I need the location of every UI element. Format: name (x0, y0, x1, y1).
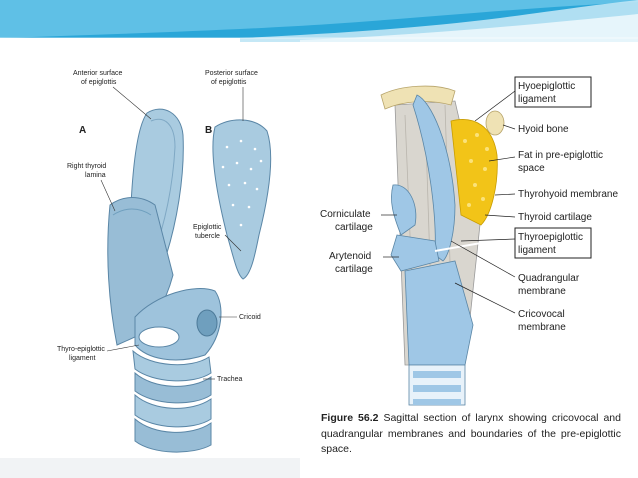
epiglottis-posterior (212, 119, 272, 280)
thyroepiglottic-box (514, 227, 592, 259)
panel-a-letter: A (79, 125, 86, 136)
label-fat-2: space (518, 163, 545, 174)
cricoid-cartilage (134, 288, 222, 361)
hyoepiglottic-box (514, 76, 592, 108)
label-quadrangular-2: membrane (518, 286, 566, 297)
leader-thyroid-cartilage (484, 214, 516, 218)
label-right-thyroid-1: Right thyroid (67, 163, 106, 170)
label-arytenoid-2: cartilage (335, 264, 373, 275)
label-epiglottic-tubercle-2: tubercle (195, 233, 220, 240)
banner-wave-pale (300, 14, 638, 42)
cricoid-section (404, 260, 474, 366)
trachea (132, 349, 212, 453)
label-thyrohyoid: Thyrohyoid membrane (518, 189, 618, 200)
label-cricovocal-1: Cricovocal (518, 309, 565, 320)
footer-strip (0, 458, 300, 478)
label-thyro-epiglottic-2: ligament (69, 355, 96, 362)
label-anterior-surface-2: of epiglottis (81, 79, 117, 86)
label-anterior-surface-1: Anterior surface (73, 70, 123, 77)
panel-b-letter: B (205, 125, 212, 136)
label-epiglottic-tubercle-1: Epiglottic (193, 224, 222, 231)
caption-line-1: Sagittal section of larynx showing crico… (383, 412, 621, 424)
mucous-gland-pits (221, 139, 263, 227)
leader-epiglottic-tubercle (224, 234, 242, 252)
leader-thyrohyoid (494, 193, 516, 196)
larynx-anterior-figure: A B Anterior surface of epiglottis Poste… (57, 70, 272, 453)
larynx-sagittal-figure: Hyoepiglottic ligament Hyoid bone Fat in… (320, 76, 618, 406)
label-thyroepiglottic-1: Thyroepiglottic (518, 232, 583, 243)
leader-cricovocal (454, 282, 516, 314)
label-arytenoid-1: Arytenoid (329, 251, 371, 262)
banner-wave-dark (0, 0, 638, 38)
label-thyroepiglottic-2: ligament (518, 245, 556, 256)
label-hyoepiglottic-1: Hyoepiglottic (518, 81, 575, 92)
label-corniculate-2: cartilage (335, 222, 373, 233)
label-hyoid-bone: Hyoid bone (518, 124, 569, 135)
label-hyoepiglottic-2: ligament (518, 94, 556, 105)
leader-hyoid-bone (502, 124, 516, 130)
label-cricoid: Cricoid (239, 314, 261, 321)
leader-fat (488, 156, 516, 162)
leader-hyoepiglottic (474, 90, 516, 122)
leader-thyroepiglottic (460, 238, 516, 242)
label-posterior-surface-1: Posterior surface (205, 70, 258, 77)
label-cricovocal-2: membrane (518, 322, 566, 333)
label-thyro-epiglottic-1: Thyro-epiglottic (57, 346, 105, 353)
trachea-section (408, 364, 466, 406)
label-right-thyroid-2: lamina (85, 172, 106, 179)
vocal-fold (434, 242, 482, 252)
figure-caption: Figure 56.2 Sagittal section of larynx s… (321, 411, 621, 458)
caption-line-3: space. (321, 443, 352, 455)
caption-line-2: quadrangular membranes and boundaries of… (321, 427, 621, 440)
label-corniculate-1: Corniculate (320, 209, 371, 220)
leader-anterior-surface (112, 86, 152, 120)
header-banner (0, 0, 638, 42)
label-fat-1: Fat in pre-epiglottic (518, 150, 603, 161)
leader-quadrangular (450, 240, 516, 278)
caption-figure-label: Figure 56.2 (321, 412, 379, 424)
epiglottis-section (412, 94, 456, 262)
label-trachea: Trachea (217, 376, 243, 383)
leader-right-thyroid (100, 179, 116, 212)
label-thyroid-cartilage: Thyroid cartilage (518, 212, 592, 223)
pre-epiglottic-fat (450, 119, 498, 226)
leader-thyro-epiglottic (106, 344, 140, 352)
label-quadrangular-1: Quadrangular (518, 273, 580, 284)
label-posterior-surface-2: of epiglottis (211, 79, 247, 86)
arytenoid-corniculate (390, 184, 440, 272)
